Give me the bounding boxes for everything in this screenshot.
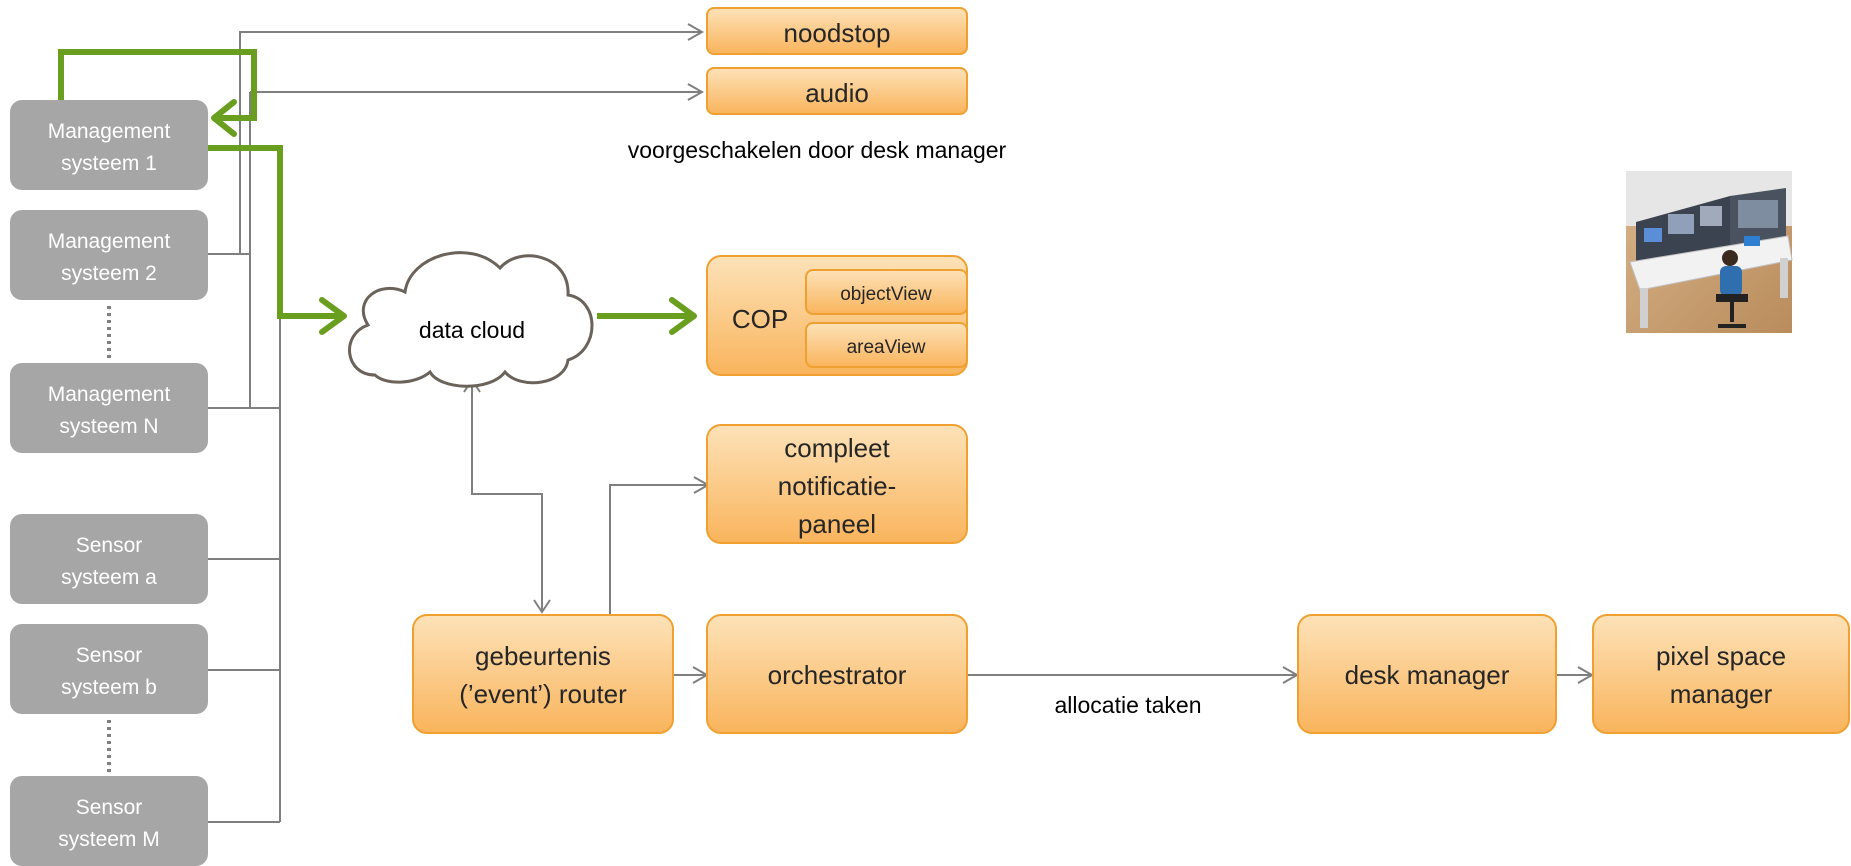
noodstop-label: noodstop xyxy=(784,18,891,48)
management-system-2-line2: systeem 2 xyxy=(61,262,157,285)
allocation-label: allocatie taken xyxy=(1054,692,1201,718)
management-system-1-line1: Management xyxy=(48,120,171,143)
connector-lines xyxy=(208,23,1595,823)
event-router-line1: gebeurtenis xyxy=(475,641,611,671)
event-router-line2: (’event’) router xyxy=(459,679,627,709)
object-view-box[interactable]: objectView xyxy=(805,269,968,315)
green-arrowhead-cop xyxy=(669,297,697,335)
audio-box[interactable]: audio xyxy=(706,67,968,115)
management-system-n[interactable]: Management systeem N xyxy=(10,363,208,453)
event-router-box[interactable]: gebeurtenis (’event’) router xyxy=(412,614,674,734)
noodstop-box[interactable]: noodstop xyxy=(706,7,968,55)
arrowhead-router xyxy=(533,599,551,614)
green-arrowhead-cloud xyxy=(319,297,347,335)
management-system-n-line1: Management xyxy=(48,383,171,406)
pixel-space-manager-box[interactable]: pixel space manager xyxy=(1592,614,1850,734)
sensor-system-m-line2: systeem M xyxy=(58,828,160,851)
pixel-space-manager-line2: manager xyxy=(1670,679,1773,709)
sensor-system-m-line1: Sensor xyxy=(76,796,143,819)
arrowhead-audio xyxy=(687,83,705,101)
pixel-space-manager-line1: pixel space xyxy=(1656,641,1786,671)
audio-label: audio xyxy=(805,78,869,108)
management-system-2[interactable]: Management systeem 2 xyxy=(10,210,208,300)
data-cloud[interactable]: data cloud xyxy=(348,251,594,388)
notification-panel-box[interactable]: compleet notificatie- paneel xyxy=(706,424,968,544)
green-data-flow xyxy=(58,49,697,335)
sensor-system-a-line2: systeem a xyxy=(61,566,157,589)
management-system-n-line2: systeem N xyxy=(59,415,158,438)
line-router-panel xyxy=(609,484,706,614)
green-arrowhead-mgmt1 xyxy=(211,99,237,137)
orchestrator-label: orchestrator xyxy=(768,660,907,690)
notification-panel-line3: paneel xyxy=(798,509,876,539)
sensor-system-a-line1: Sensor xyxy=(76,534,143,557)
arrowhead-noodstop xyxy=(687,23,705,41)
green-loop-mgmt1 xyxy=(58,49,257,121)
control-room-operator-icon xyxy=(1626,171,1793,333)
notification-panel-line1: compleet xyxy=(784,433,890,463)
management-system-2-line1: Management xyxy=(48,230,171,253)
sensor-system-b-line1: Sensor xyxy=(76,644,143,667)
cloud-label: data cloud xyxy=(419,317,525,343)
management-system-1[interactable]: Management systeem 1 xyxy=(10,100,208,190)
green-line-to-cloud xyxy=(208,145,340,319)
sensor-system-a[interactable]: Sensor systeem a xyxy=(10,514,208,604)
object-view-label: objectView xyxy=(840,284,932,305)
area-view-label: areaView xyxy=(847,337,926,358)
desk-manager-label: desk manager xyxy=(1345,660,1510,690)
desk-manager-box[interactable]: desk manager xyxy=(1297,614,1557,734)
line-cloud-router xyxy=(471,380,543,612)
sensor-system-m[interactable]: Sensor systeem M xyxy=(10,776,208,866)
notification-panel-line2: notificatie- xyxy=(778,471,897,501)
area-view-box[interactable]: areaView xyxy=(805,322,968,368)
orchestrator-box[interactable]: orchestrator xyxy=(706,614,968,734)
voorgeschakeld-label: voorgeschakelen door desk manager xyxy=(628,137,1007,163)
cop-label: COP xyxy=(732,304,788,334)
sensor-system-b[interactable]: Sensor systeem b xyxy=(10,624,208,714)
management-system-1-line2: systeem 1 xyxy=(61,152,157,175)
line-to-noodstop xyxy=(239,31,700,254)
cloud-shape xyxy=(348,251,594,388)
sensor-system-b-line2: systeem b xyxy=(61,676,157,699)
